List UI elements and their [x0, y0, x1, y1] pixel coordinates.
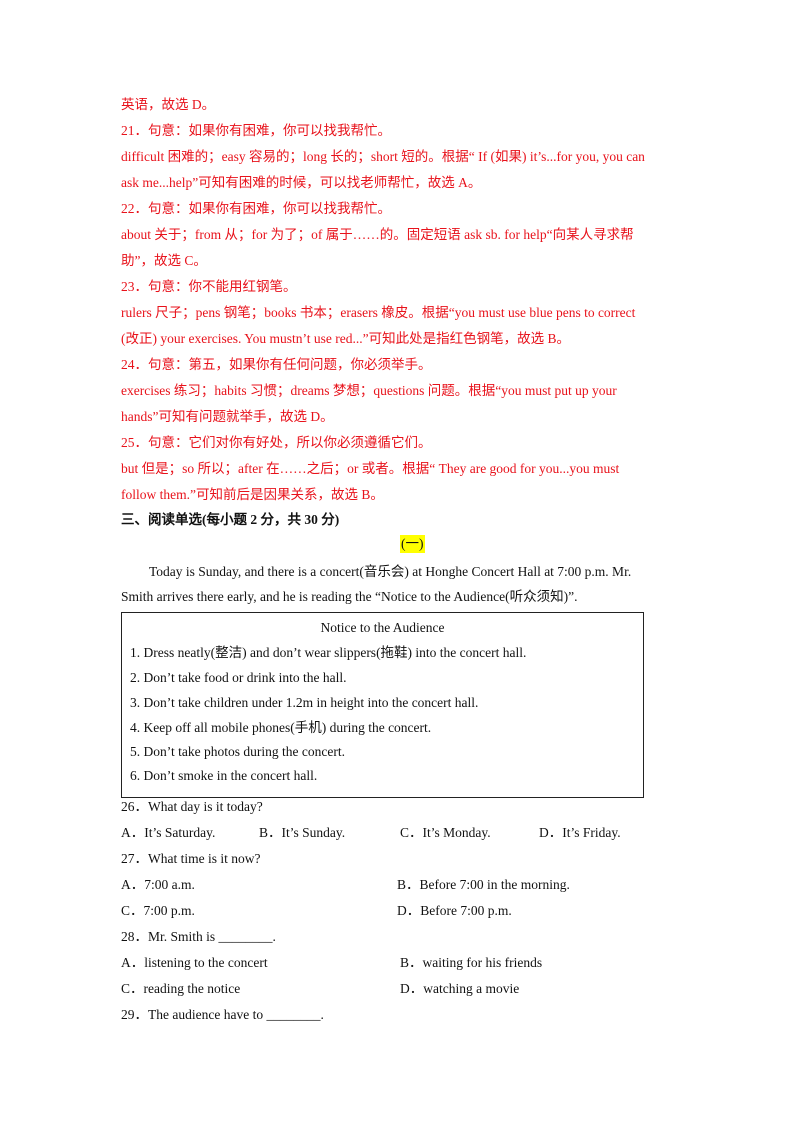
explanation-line: exercises 练习；habits 习惯；dreams 梦想；questio… [121, 383, 617, 398]
explanation-line: (改正) your exercises. You mustn’t use red… [121, 331, 570, 346]
option-d: D．Before 7:00 p.m. [397, 903, 512, 918]
question-stem: 27．What time is it now? [121, 851, 261, 866]
option-a: A．listening to the concert [121, 955, 268, 970]
option-b: B．Before 7:00 in the morning. [397, 877, 570, 892]
option-b: B．waiting for his friends [400, 955, 543, 970]
passage-line: Today is Sunday, and there is a concert(… [149, 564, 632, 579]
notice-item: 3. Don’t take children under 1.2m in hei… [130, 695, 479, 710]
notice-title: Notice to the Audience [320, 620, 445, 635]
explanation-line: 23．句意：你不能用红钢笔。 [121, 279, 297, 294]
option-c: C．7:00 p.m. [121, 903, 195, 918]
question-stem: 26．What day is it today? [121, 799, 263, 814]
option-a: A．It’s Saturday. [121, 825, 216, 840]
explanation-line: follow them.”可知前后是因果关系，故选 B。 [121, 487, 384, 502]
explanation-line: hands”可知有问题就举手，故选 D。 [121, 409, 334, 424]
notice-item: 6. Don’t smoke in the concert hall. [130, 768, 318, 783]
explanation-line: ask me...help”可知有困难的时候，可以找老师帮忙，故选 A。 [121, 175, 482, 190]
passage-line: Smith arrives there early, and he is rea… [121, 589, 578, 604]
explanation-line: 24．句意：第五，如果你有任何问题，你必须举手。 [121, 357, 432, 372]
explanation-line: rulers 尺子；pens 钢笔；books 书本；erasers 橡皮。根据… [121, 305, 636, 320]
explanation-line: but 但是；so 所以；after 在……之后；or 或者。根据“ They … [121, 461, 620, 476]
passage-marker: (一) [400, 535, 425, 553]
option-b: B．It’s Sunday. [259, 825, 346, 840]
explanation-line: about 关于；from 从；for 为了；of 属于……的。固定短语 ask… [121, 227, 634, 242]
explanation-line: 21．句意：如果你有困难，你可以找我帮忙。 [121, 123, 391, 138]
explanation-line: difficult 困难的；easy 容易的；long 长的；short 短的。… [121, 149, 645, 164]
option-c: C．It’s Monday. [400, 825, 491, 840]
explanation-line: 22．句意：如果你有困难，你可以找我帮忙。 [121, 201, 391, 216]
question-stem: 29．The audience have to ________. [121, 1007, 324, 1022]
option-a: A．7:00 a.m. [121, 877, 195, 892]
option-d: D．watching a movie [400, 981, 520, 996]
notice-item: 5. Don’t take photos during the concert. [130, 744, 345, 759]
notice-item: 2. Don’t take food or drink into the hal… [130, 670, 347, 685]
notice-box: Notice to the Audience 1. Dress neatly(整… [121, 612, 644, 798]
explanation-line: 助”，故选 C。 [121, 253, 207, 268]
notice-item: 4. Keep off all mobile phones(手机) during… [130, 720, 432, 735]
explanation-line: 英语，故选 D。 [121, 97, 216, 112]
option-d: D．It’s Friday. [539, 825, 621, 840]
explanation-line: 25．句意：它们对你有好处，所以你必须遵循它们。 [121, 435, 432, 450]
section-heading: 三、阅读单选(每小题 2 分，共 30 分) [121, 512, 340, 527]
option-c: C．reading the notice [121, 981, 241, 996]
notice-item: 1. Dress neatly(整洁) and don’t wear slipp… [130, 645, 527, 660]
question-stem: 28．Mr. Smith is ________. [121, 929, 276, 944]
